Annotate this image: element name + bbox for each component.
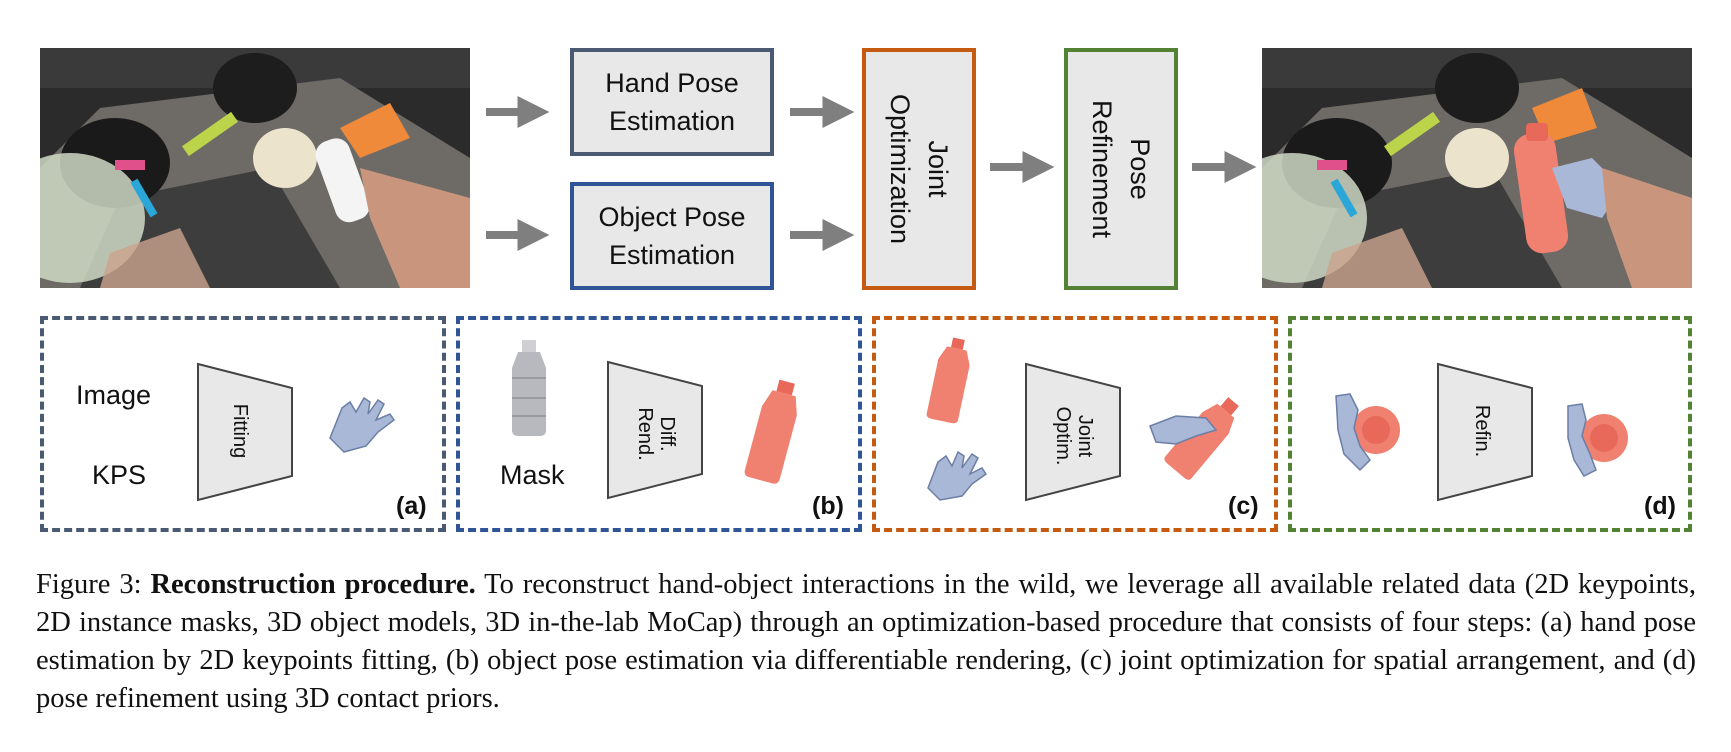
refined-grasp-icon-before — [1335, 393, 1400, 472]
caption-title: Reconstruction procedure. — [150, 569, 476, 600]
panel-d-module-label: Refin. — [1471, 404, 1493, 458]
panel-d — [1288, 316, 1692, 532]
panel-a — [40, 316, 446, 532]
panel-b-label: (b) — [812, 492, 844, 520]
panel-c-trapezoid — [1025, 362, 1121, 502]
hand-small-icon — [927, 450, 988, 501]
hand-pose-line-1: Hand Pose — [605, 68, 739, 98]
object-pose-line-2: Estimation — [608, 240, 736, 270]
panel-b-module-line-1: Diff. — [656, 416, 678, 452]
bottle-render-icon — [744, 379, 797, 484]
bottle-mask-icon — [512, 340, 546, 436]
hand-bottle-joint-icon — [1149, 397, 1239, 480]
object-pose-estimation-box: Object Pose Estimation — [570, 182, 774, 290]
figure-caption: Figure 3: Reconstruction procedure. To r… — [36, 566, 1696, 718]
joint-line-1: Joint — [923, 140, 953, 198]
panel-d-label: (d) — [1644, 492, 1676, 520]
panel-c-module-line-2: Optim. — [1052, 406, 1074, 466]
hand-pose-estimation-box: Hand Pose Estimation — [570, 48, 774, 156]
panel-a-kps-text: KPS — [92, 460, 147, 490]
panel-c — [872, 316, 1278, 532]
panel-c-module-label: Joint Optim. — [1052, 396, 1096, 476]
panel-b-trapezoid — [607, 360, 703, 500]
panel-a-trapezoid — [197, 362, 293, 502]
caption-figure-label: Figure 3: — [36, 569, 142, 600]
caption-body: To reconstruct hand-object interactions … — [36, 569, 1697, 714]
bottle-small-icon — [926, 337, 970, 424]
panel-c-module-line-1: Joint — [1074, 414, 1096, 458]
output-photo — [1262, 48, 1692, 288]
panel-b-module-line-2: Rend. — [634, 407, 656, 461]
joint-line-2: Optimization — [885, 93, 915, 245]
arrows-layer — [486, 96, 1257, 251]
object-pose-line-1: Object Pose — [598, 202, 746, 232]
input-photo — [40, 48, 470, 288]
refine-line-1: Pose — [1125, 138, 1156, 200]
refine-line-2: Refinement — [1087, 99, 1118, 239]
refined-grasp-icon-after — [1567, 403, 1628, 477]
pose-refinement-box: Pose Refinement — [1064, 48, 1178, 290]
panel-b — [456, 316, 862, 532]
joint-optimization-box: Joint Optimization — [862, 48, 976, 290]
hand-mesh-icon — [329, 396, 396, 453]
panel-d-trapezoid — [1437, 362, 1533, 502]
hand-pose-line-2: Estimation — [608, 106, 736, 136]
panel-b-module-label: Diff. Rend. — [634, 394, 678, 474]
panel-b-mask-text: Mask — [500, 460, 565, 490]
panel-a-label: (a) — [396, 492, 427, 520]
panel-a-image-text: Image — [76, 380, 152, 410]
panel-c-label: (c) — [1228, 492, 1259, 520]
panel-a-module-label: Fitting — [229, 403, 251, 459]
